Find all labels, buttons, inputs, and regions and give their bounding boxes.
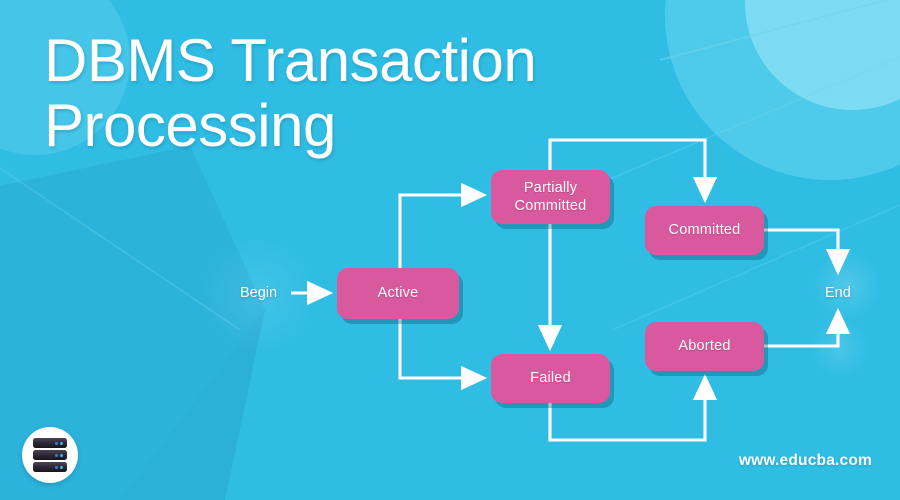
- edge-active-failed: [398, 319, 488, 391]
- state-node-committed[interactable]: Committed: [645, 206, 764, 255]
- site-url[interactable]: www.educba.com: [738, 452, 872, 469]
- edge-failed-aborted: [548, 373, 718, 442]
- page-title: DBMS Transaction Processing: [44, 27, 537, 160]
- state-node-failed[interactable]: Failed: [491, 354, 610, 403]
- edge-active-partially: [398, 182, 488, 268]
- edge-aborted-end: [764, 307, 851, 348]
- server-unit-top: [33, 438, 67, 448]
- state-node-aborted[interactable]: Aborted: [645, 322, 764, 371]
- server-unit-bottom: [33, 462, 67, 472]
- edge-committed-end: [764, 228, 851, 276]
- state-node-partially-committed[interactable]: Partially Committed: [491, 170, 610, 224]
- begin-label: Begin: [240, 285, 278, 301]
- server-unit-middle: [33, 450, 67, 460]
- state-node-active[interactable]: Active: [337, 268, 459, 319]
- end-label: End: [825, 285, 851, 301]
- edge-partially-committed: [548, 138, 718, 204]
- glow-begin: [198, 235, 318, 355]
- database-stack-icon: [22, 427, 78, 483]
